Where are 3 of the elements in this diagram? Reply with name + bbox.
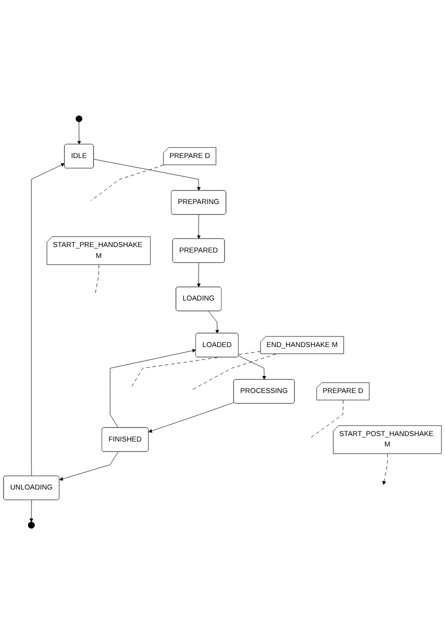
node-circle	[76, 115, 82, 122]
connector	[130, 351, 261, 389]
connector	[94, 264, 100, 296]
